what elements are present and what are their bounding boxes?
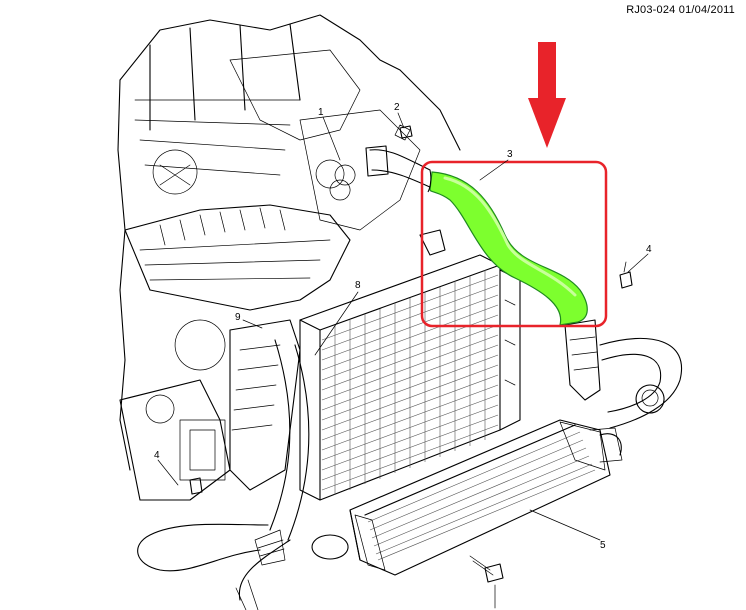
leader-lines (157, 112, 649, 609)
radiator (299, 229, 521, 501)
callout-8: 8 (355, 280, 361, 291)
callout-3: 3 (507, 149, 513, 160)
intercooler (311, 419, 623, 576)
diagram-reference-id: RJ03-024 01/04/2011 (626, 4, 735, 16)
right-outlet-pipe (564, 319, 683, 429)
bolt-4-right (619, 261, 633, 289)
lower-left-hose (137, 339, 310, 610)
callout-2: 2 (394, 102, 400, 113)
callout-5: 5 (600, 540, 606, 551)
down-arrow-indicator (528, 42, 566, 148)
callout-9: 9 (235, 312, 241, 323)
highlighted-intercooler-hose (427, 169, 588, 326)
engine-block (117, 14, 461, 501)
callout-4-left: 4 (154, 450, 160, 461)
bolt-4-left (189, 477, 203, 495)
callout-4-right: 4 (646, 244, 652, 255)
callout-1: 1 (318, 107, 324, 118)
bolt-lower (469, 555, 504, 583)
highlight-frame (420, 160, 608, 328)
bolt-2 (399, 125, 413, 139)
